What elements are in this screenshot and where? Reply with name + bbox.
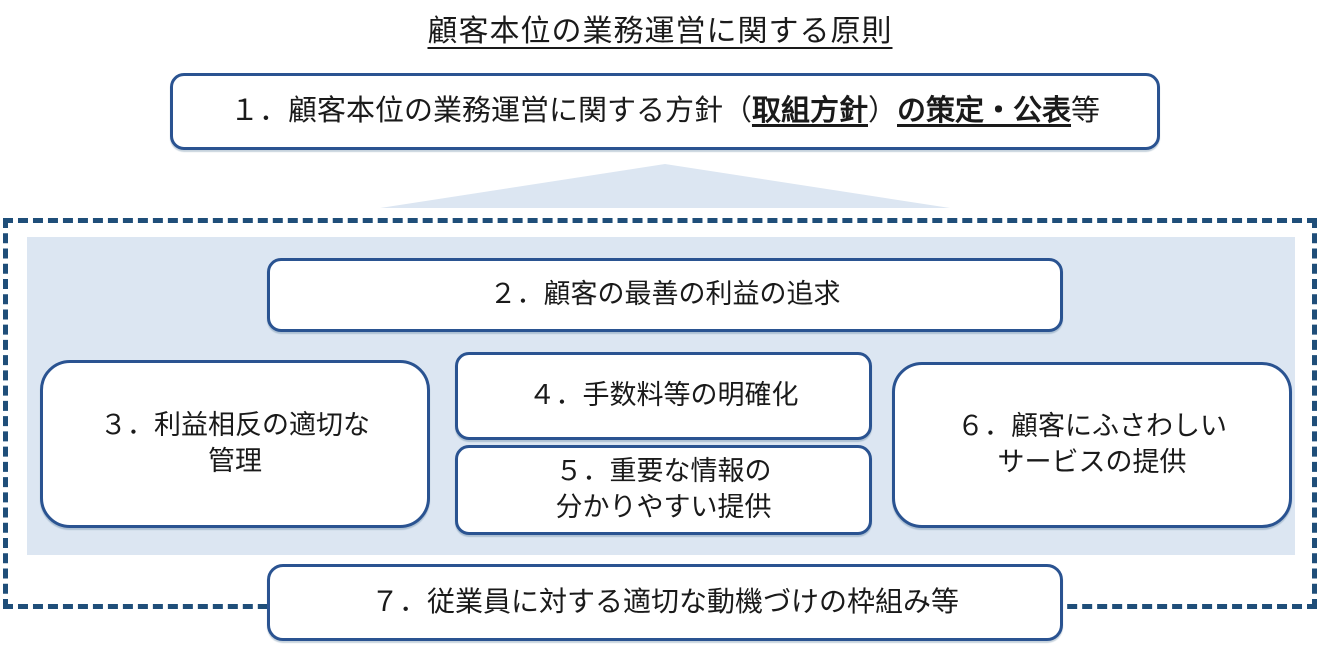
principle-5-box: ５．重要な情報の 分かりやすい提供 [455, 445, 872, 535]
principle-3-line2: 管理 [208, 446, 262, 476]
principle-6-line1: ６．顧客にふさわしい [957, 411, 1227, 442]
principle-1-prefix: １．顧客本位の業務運営に関する方針（ [229, 95, 752, 128]
principle-1-keyword-2: の策定・公表 [897, 95, 1072, 128]
principle-1-box: １．顧客本位の業務運営に関する方針（取組方針）の策定・公表等 [170, 73, 1160, 150]
principle-6-line2: サービスの提供 [997, 447, 1187, 477]
principle-1-keyword: 取組方針 [751, 95, 868, 128]
principle-6-box: ６．顧客にふさわしい サービスの提供 [892, 362, 1292, 528]
principle-5-line2: 分かりやすい提供 [555, 492, 772, 522]
principle-7-text: ７．従業員に対する適切な動機づけの枠組み等 [370, 586, 959, 618]
principle-2-text: ２．顧客の最善の利益の追求 [489, 279, 841, 310]
page-title: 顧客本位の業務運営に関する原則 [427, 15, 893, 48]
principle-4-box: ４．手数料等の明確化 [455, 352, 872, 440]
up-triangle-connector [380, 164, 950, 208]
principle-1-suffix: 等 [1071, 95, 1101, 128]
principle-2-box: ２．顧客の最善の利益の追求 [267, 258, 1063, 332]
principle-5-line1: ５．重要な情報の [555, 456, 772, 487]
principle-3-box: ３．利益相反の適切な 管理 [40, 360, 430, 528]
principle-1-mid: ） [867, 95, 897, 128]
principle-3-line1: ３．利益相反の適切な [100, 410, 370, 441]
principle-7-box: ７．従業員に対する適切な動機づけの枠組み等 [267, 564, 1063, 641]
principle-4-text: ４．手数料等の明確化 [528, 380, 799, 411]
principle-1-text: １．顧客本位の業務運営に関する方針（取組方針）の策定・公表等 [230, 92, 1100, 130]
